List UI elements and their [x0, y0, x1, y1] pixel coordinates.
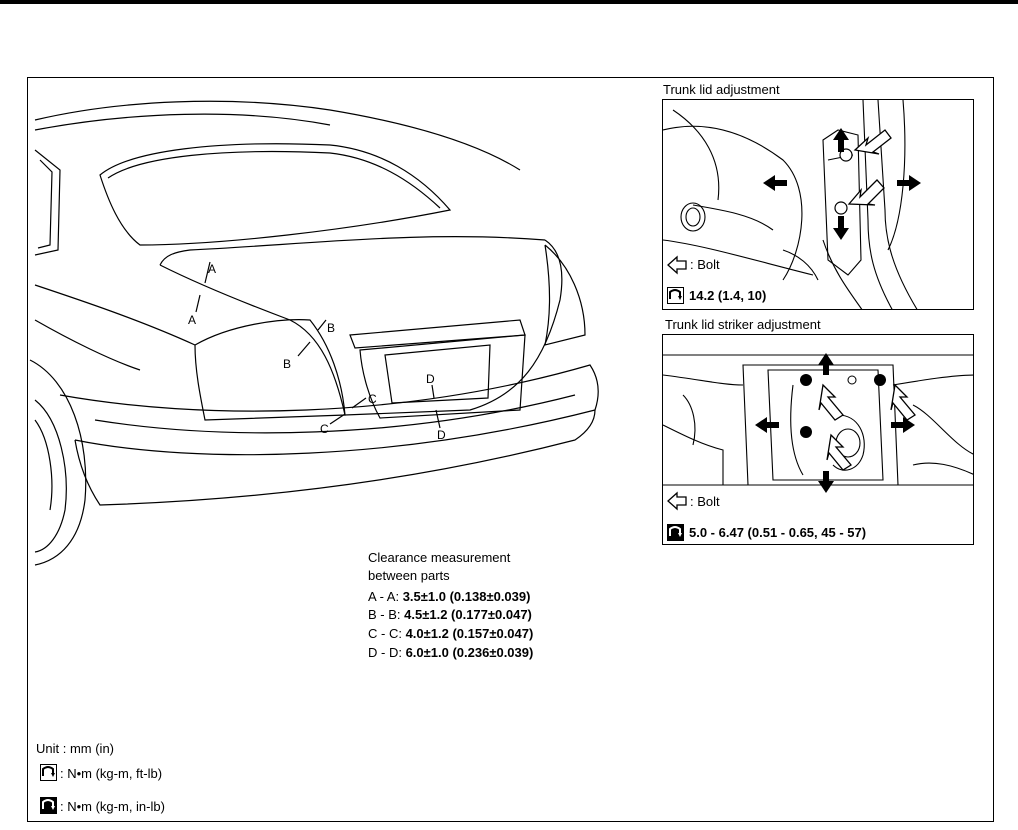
- clearance-row-value: 4.0±1.2 (0.157±0.047): [405, 626, 534, 641]
- clearance-arrow-c1: [351, 397, 367, 409]
- clearance-row-value: 6.0±1.0 (0.236±0.039): [405, 645, 534, 660]
- clearance-row-label: A - A:: [368, 589, 400, 604]
- clearance-arrow-c2: [329, 413, 346, 425]
- legend-torque-in-lb: : N•m (kg-m, in-lb): [60, 799, 165, 814]
- torque-wrench-ft-lb-icon: [40, 764, 57, 781]
- rear-window: [99, 143, 452, 246]
- point-label-d-top: D: [426, 372, 435, 386]
- trunk-lid-torque-value: 14.2 (1.4, 10): [689, 288, 767, 303]
- point-label-b-top: B: [327, 321, 336, 335]
- point-label-b-bottom: B: [283, 357, 292, 371]
- torque-wrench-in-lb-icon: [667, 524, 684, 541]
- striker-bolt-label: : Bolt: [690, 494, 720, 509]
- clearance-row-label: C - C:: [368, 626, 402, 641]
- trunk-lid-adjustment-title: Trunk lid adjustment: [663, 82, 780, 97]
- clearance-title-line2: between parts: [368, 568, 450, 583]
- trunk-lid-adjustment-panel: [662, 99, 974, 310]
- header-rule: [0, 0, 1018, 4]
- clearance-arrow-d1: [431, 384, 435, 399]
- torque-wrench-in-lb-icon: [40, 797, 57, 814]
- point-label-c-top: C: [368, 392, 377, 406]
- torque-wrench-ft-lb-icon: [667, 287, 684, 304]
- tail-light-left: [194, 319, 346, 421]
- clearance-row-label: B - B:: [368, 607, 401, 622]
- clearance-row: B - B: 4.5±1.2 (0.177±0.047): [368, 607, 532, 622]
- point-label-a-top: A: [208, 262, 217, 276]
- spoiler: [349, 319, 526, 349]
- roof-line: [34, 100, 521, 171]
- license-plate: [384, 344, 491, 404]
- unit-legend: Unit : mm (in): [36, 741, 114, 756]
- clearance-row: D - D: 6.0±1.0 (0.236±0.039): [368, 645, 533, 660]
- point-label-d-bottom: D: [437, 428, 446, 442]
- license-plate-recess: [359, 334, 526, 419]
- clearance-row-label: D - D:: [368, 645, 402, 660]
- rear-wheel: [29, 359, 87, 566]
- clearance-row: A - A: 3.5±1.0 (0.138±0.039): [368, 589, 530, 604]
- side-window: [34, 149, 61, 256]
- clearance-arrow-b1: [317, 319, 327, 331]
- trunk-lid-outline: [159, 239, 563, 416]
- legend-torque-ft-lb: : N•m (kg-m, ft-lb): [60, 766, 163, 781]
- point-label-c-bottom: C: [320, 422, 329, 436]
- trunk-lid-hinge-illustration: [663, 100, 921, 309]
- clearance-arrow-a2: [195, 294, 201, 313]
- rear-bumper: [59, 364, 599, 456]
- figure-frame: [27, 77, 994, 822]
- clearance-arrow-a1: [204, 261, 211, 284]
- bolt-icon: [667, 491, 687, 511]
- clearance-row: C - C: 4.0±1.2 (0.157±0.047): [368, 626, 533, 641]
- striker-adjustment-title: Trunk lid striker adjustment: [665, 317, 821, 332]
- clearance-row-value: 4.5±1.2 (0.177±0.047): [404, 607, 532, 622]
- point-label-a-bottom: A: [188, 313, 197, 327]
- striker-illustration: [663, 353, 973, 493]
- clearance-arrow-b2: [297, 341, 311, 357]
- striker-adjustment-panel: [662, 334, 974, 545]
- trunk-lid-bolt-label: : Bolt: [690, 257, 720, 272]
- clearance-title-line1: Clearance measurement: [368, 550, 511, 565]
- striker-torque-value: 5.0 - 6.47 (0.51 - 0.65, 45 - 57): [689, 525, 867, 540]
- tail-light-right: [544, 244, 586, 346]
- clearance-row-value: 3.5±1.0 (0.138±0.039): [402, 589, 531, 604]
- clearance-arrow-d2: [435, 409, 441, 429]
- bolt-icon: [667, 255, 687, 275]
